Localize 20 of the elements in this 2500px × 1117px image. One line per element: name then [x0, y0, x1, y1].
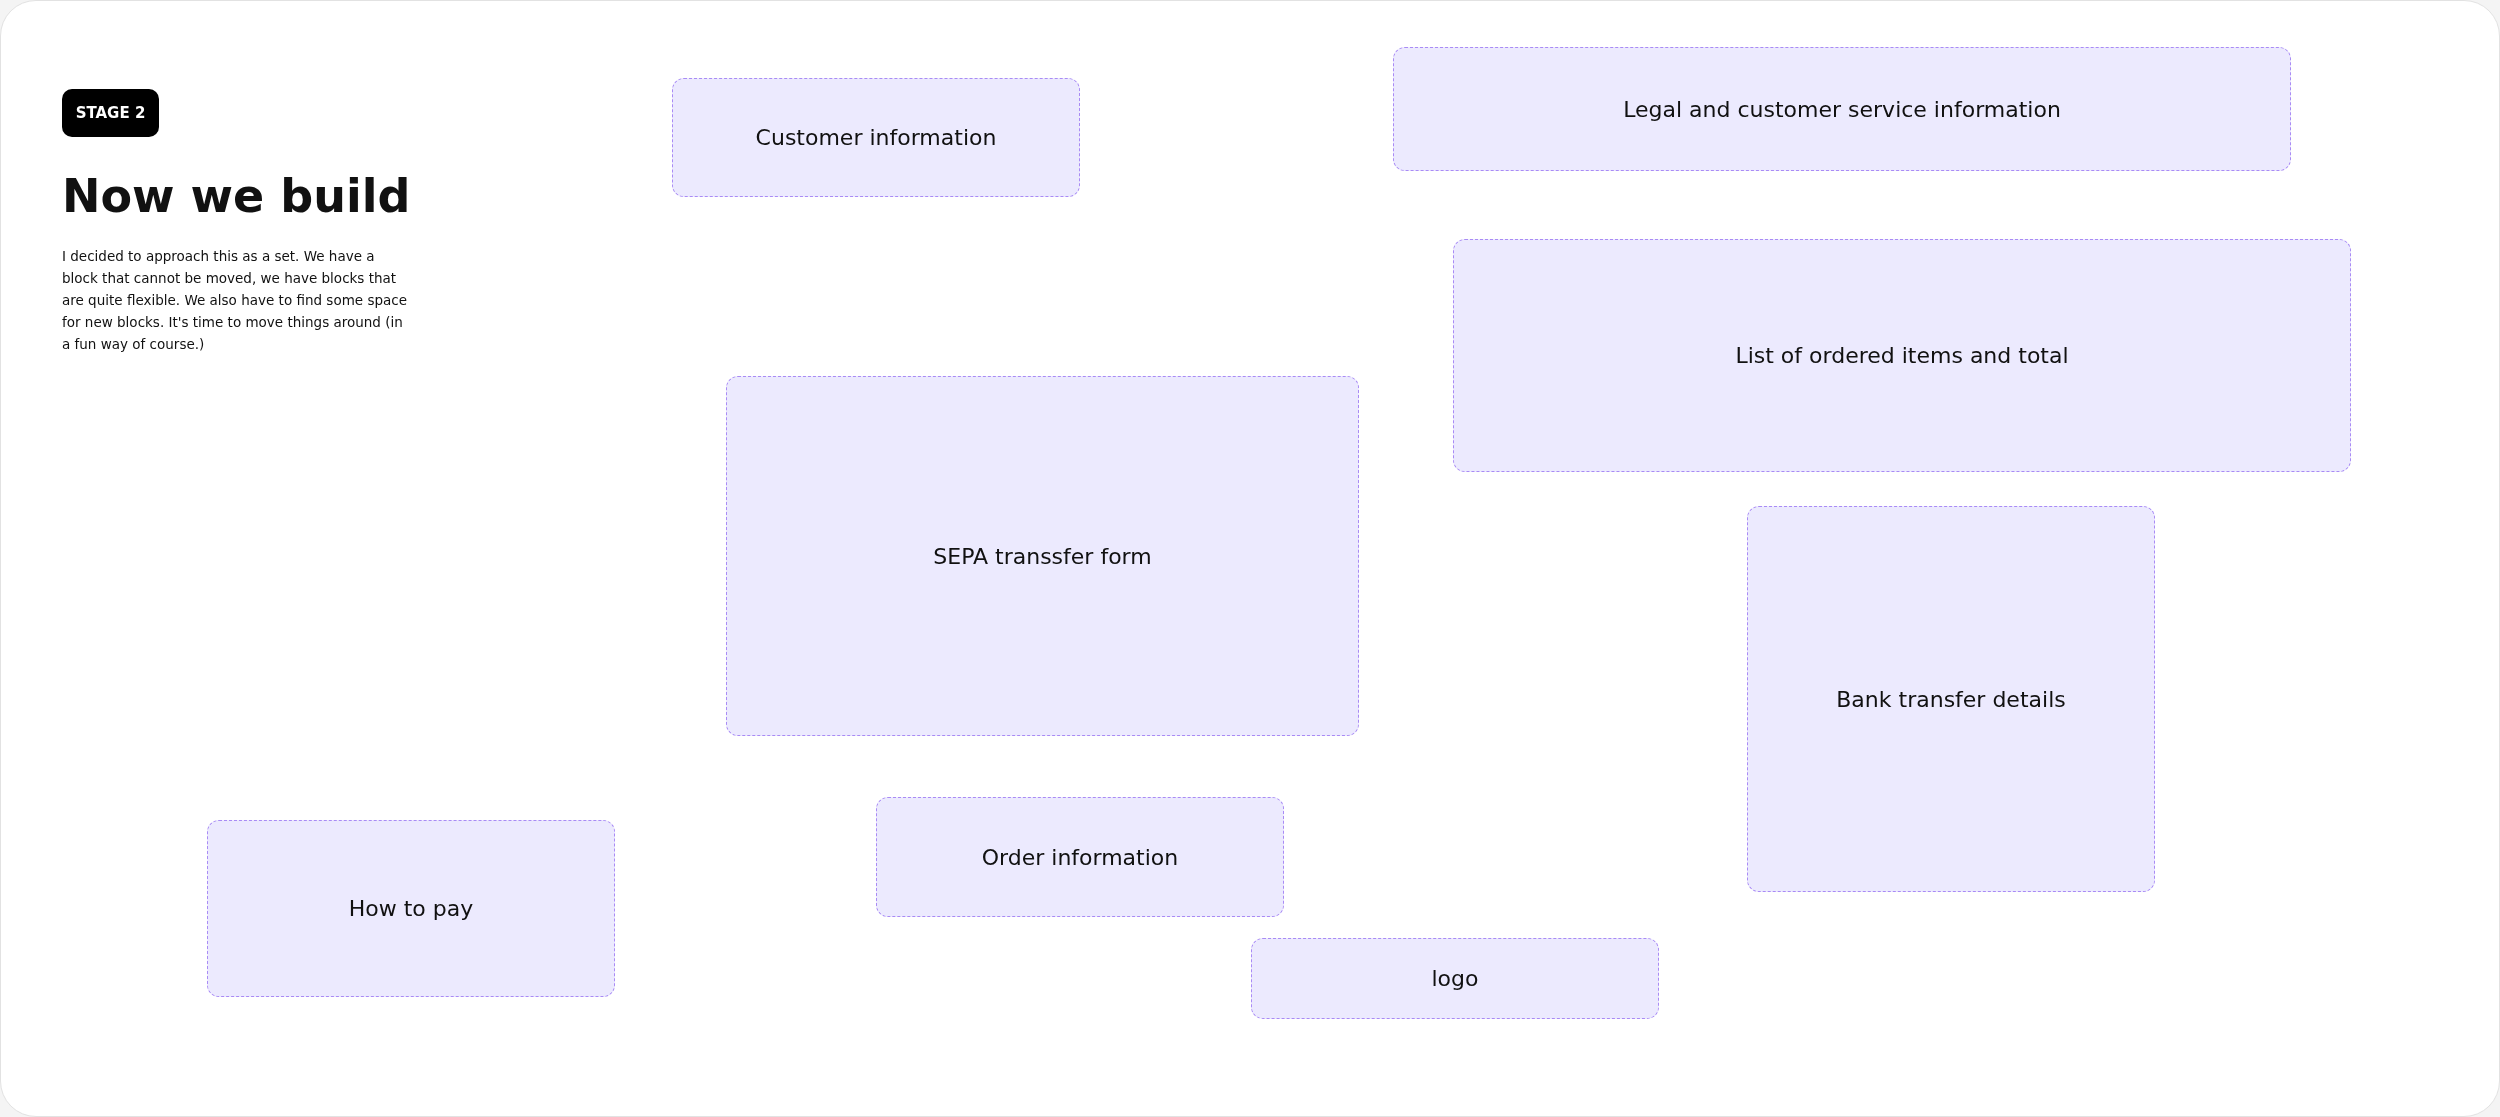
block-label: Bank transfer details — [1836, 686, 2066, 712]
layout-block — [1453, 239, 2351, 472]
layout-block — [726, 376, 1359, 736]
badge-label: STAGE 2 — [75, 104, 146, 122]
description-text: I decided to approach this as a set. We have a block that cannot be moved, we have blocks that are quite flexible. We also have to find some space for new blocks. It's time to move things around (in a fun way of course.) — [62, 247, 408, 354]
block-label: Legal and customer service information — [1623, 96, 2061, 122]
block-label: Order information — [981, 844, 1179, 870]
layout-block — [1393, 47, 2291, 171]
page-title: Now we build — [62, 169, 411, 223]
layout-block — [207, 820, 615, 997]
block-label: Customer information — [755, 125, 997, 150]
layout-block — [1251, 938, 1659, 1019]
block-label: List of ordered items and total — [1735, 343, 2069, 368]
layout-block — [1747, 506, 2155, 892]
block-label: logo — [1431, 966, 1479, 991]
block-label: SEPA transsfer form — [933, 543, 1152, 569]
stage-badge — [62, 89, 159, 137]
layout-block — [876, 797, 1284, 917]
block-label: How to pay — [348, 896, 474, 921]
layout-block — [672, 78, 1080, 197]
